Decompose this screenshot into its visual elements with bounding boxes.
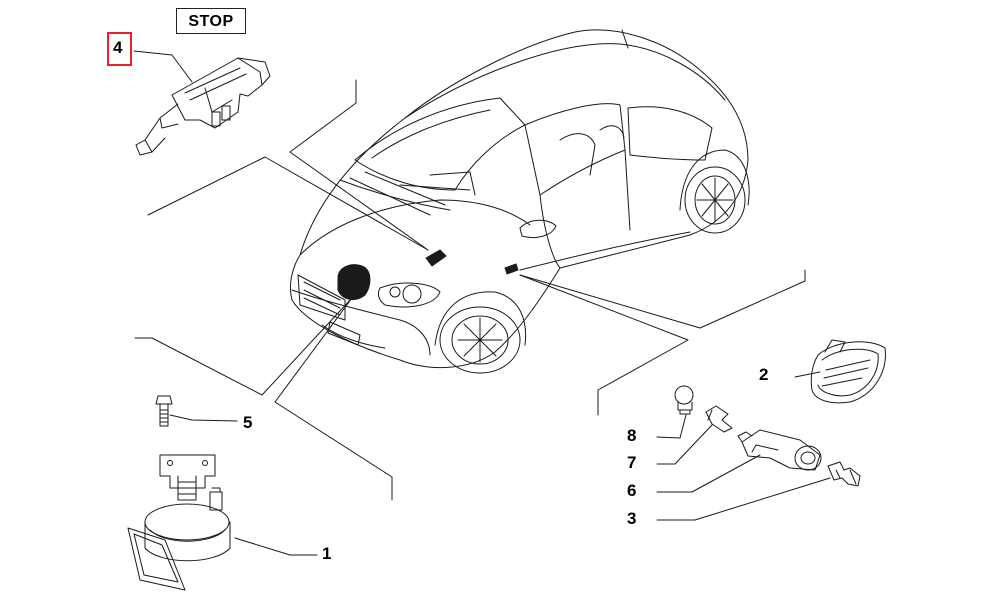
callout-8: 8: [627, 426, 637, 445]
bulb-part: [674, 385, 694, 415]
callout-6: 6: [627, 481, 637, 500]
bolt-part: [155, 395, 173, 427]
callout-7: 7: [627, 453, 637, 472]
car-illustration: [289, 29, 750, 374]
callout-2: 2: [759, 365, 769, 384]
callout-4-highlight: [107, 32, 132, 66]
callout-4: 4: [113, 38, 123, 57]
callout-5: 5: [243, 413, 253, 432]
stop-switch-part: [135, 57, 271, 156]
leader-lines: [133, 50, 831, 556]
horn-part: [127, 454, 231, 591]
stop-label: STOP: [188, 13, 234, 30]
clip-part: [705, 405, 733, 433]
car-component-marks: [337, 249, 519, 301]
stop-label-box: STOP: [176, 8, 246, 34]
sensor-part: [827, 461, 861, 487]
bulb-holder-part: [737, 429, 822, 471]
callout-1: 1: [322, 544, 332, 563]
callout-3: 3: [627, 509, 637, 528]
side-lamp-part: [810, 339, 886, 404]
